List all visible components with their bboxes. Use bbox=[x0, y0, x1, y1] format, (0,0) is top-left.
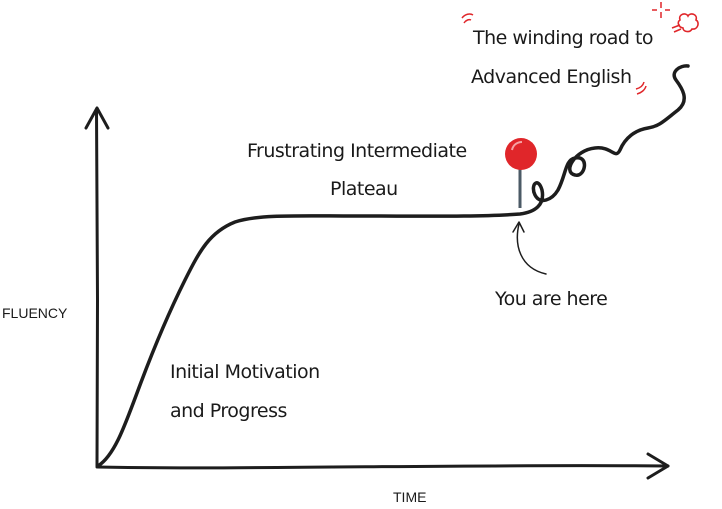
plateau-label-line1: Frustrating Intermediate bbox=[247, 140, 467, 162]
you-are-here-arrow bbox=[516, 223, 547, 275]
you-are-here-label: You are here bbox=[494, 288, 607, 310]
x-axis bbox=[95, 464, 670, 470]
goal-label-line1: The winding road to bbox=[472, 27, 653, 49]
y-axis-label: FLUENCY bbox=[2, 305, 68, 321]
x-axis-arrowhead bbox=[646, 452, 670, 480]
progress-curve bbox=[96, 64, 690, 468]
sparkle-icon bbox=[652, 2, 670, 18]
emphasis-marks-right-icon bbox=[635, 81, 647, 95]
x-axis-label: TIME bbox=[393, 489, 426, 505]
y-axis bbox=[95, 108, 99, 468]
plateau-label-line2: Plateau bbox=[330, 178, 398, 200]
emphasis-marks-left-icon bbox=[461, 13, 474, 24]
start-label-line1: Initial Motivation bbox=[170, 361, 320, 383]
start-label-line2: and Progress bbox=[170, 400, 287, 422]
goal-label-line2: Advanced English bbox=[471, 66, 632, 88]
you-are-here-arrowhead bbox=[512, 221, 525, 233]
frustration-puff-icon bbox=[671, 13, 699, 33]
y-axis-arrowhead bbox=[84, 106, 110, 130]
pin-highlight bbox=[511, 141, 523, 151]
